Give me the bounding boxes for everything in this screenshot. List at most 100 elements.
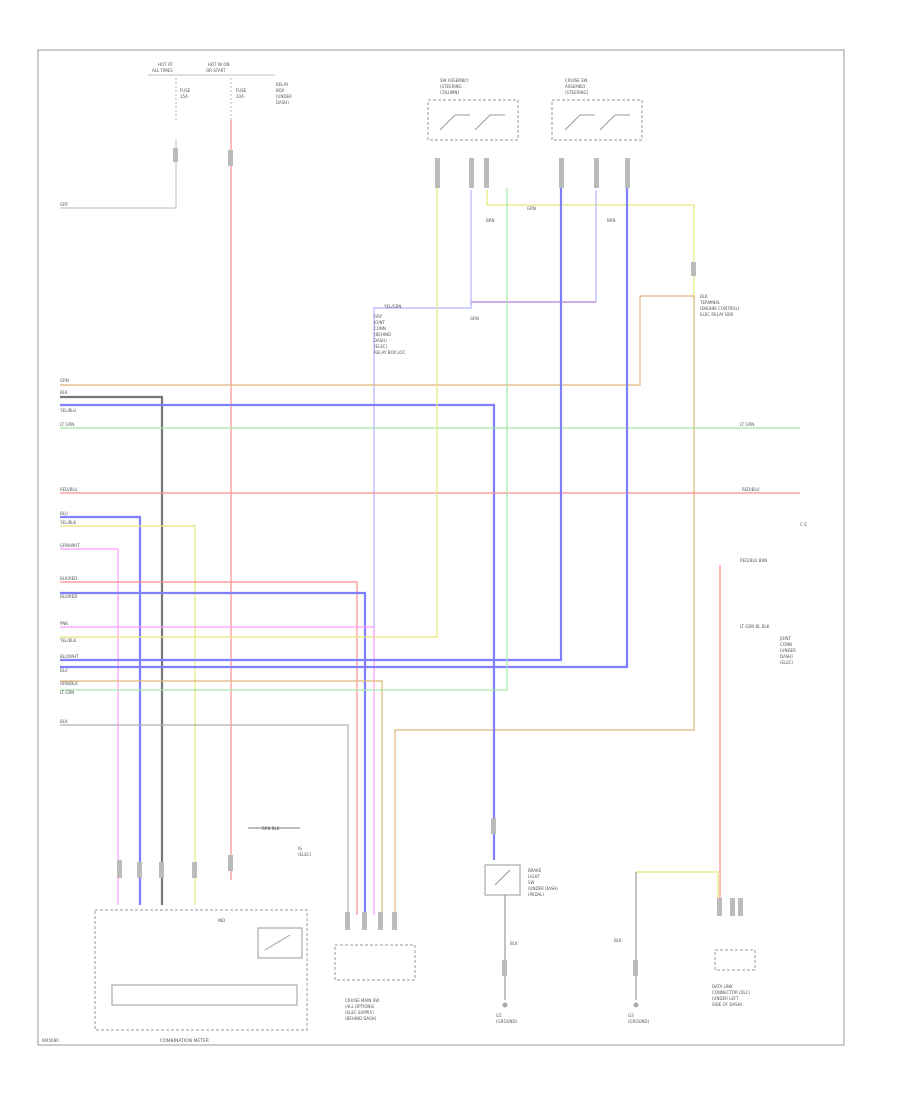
svg-text:G3: G3 [628,1013,634,1018]
wire-blue-h1 [60,403,496,860]
svg-text:BOX: BOX [276,88,285,93]
svg-text:YEL/GRN: YEL/GRN [383,304,401,309]
svg-text:FUSE: FUSE [180,88,191,93]
svg-text:(ELEC SUPPLY): (ELEC SUPPLY) [345,1010,374,1015]
svg-text:(ELEC): (ELEC) [374,344,388,349]
svg-text:(BEHIND: (BEHIND [374,332,391,337]
svg-text:CRUISE SW: CRUISE SW [565,78,588,83]
wire-pink-h [60,548,119,905]
svg-text:DASH): DASH) [374,338,387,343]
wire-blue-h4 [60,188,563,662]
fuse-block-top-left: HOT AT ALL TIMES HOT IN ON OR START FUSE… [148,62,292,120]
switch-assembly-left: SW ASSEMBLY (STEERING COLUMN) [427,78,519,188]
ground-right: G3 (GROUND) BLK [614,871,719,1024]
diagram-code: W45680 [42,1038,59,1043]
svg-text:GRN: GRN [527,206,536,211]
svg-text:RED/BLU: RED/BLU [60,487,78,492]
svg-text:BLU/RED: BLU/RED [60,594,77,599]
svg-text:YEL/BLU: YEL/BLU [59,408,76,413]
svg-text:BRAKE: BRAKE [528,868,542,873]
cruise-module: CRUISE MAIN SW (ALL OPTIONS) (ELEC SUPPL… [334,912,416,1021]
wire-lightblue-top-a [373,190,472,640]
wire-gray-h [60,724,349,915]
svg-text:BRN: BRN [607,218,616,223]
wire-green-h2 [60,188,508,691]
wire-orange-h2 [60,680,383,915]
svg-text:BLU: BLU [60,511,68,516]
svg-text:RELAY BOX LOC: RELAY BOX LOC [374,350,406,355]
svg-text:TERMINAL: TERMINAL [699,300,721,305]
wire-blue-h2 [60,515,142,905]
connector-label-right: BLK TERMINAL (ENGINE CONTROL) ELEC RELAY… [691,262,740,317]
svg-text:BRN: BRN [486,218,495,223]
svg-text:PNK: PNK [60,621,68,626]
svg-text:CONN: CONN [780,642,792,647]
svg-text:JOINT: JOINT [779,636,792,641]
svg-text:C S: C S [800,522,807,527]
svg-text:BLK: BLK [60,390,68,395]
svg-text:HOT AT: HOT AT [158,62,173,67]
svg-text:RED/BLU BRN: RED/BLU BRN [740,558,767,563]
svg-text:YEL/BLK: YEL/BLK [59,520,77,525]
svg-text:FUSE: FUSE [236,88,247,93]
svg-text:ELEC RELAY BOX: ELEC RELAY BOX [700,312,734,317]
svg-text:COLUMN): COLUMN) [440,90,459,95]
wire-pink-h2 [60,626,375,915]
svg-text:(ALL OPTIONS): (ALL OPTIONS) [345,1004,375,1009]
svg-text:(GROUND): (GROUND) [496,1019,518,1024]
right-connector-label: RED/BLU BRN LT GRN BL BLK JOINT CONN (UN… [719,558,796,915]
svg-text:GRN/WHT: GRN/WHT [60,543,80,548]
svg-text:BLK: BLK [60,719,68,724]
svg-text:CRUISE MAIN SW: CRUISE MAIN SW [345,998,379,1003]
svg-text:LT GRN BL BLK: LT GRN BL BLK [740,624,770,629]
svg-text:BLK/RED: BLK/RED [60,576,77,581]
svg-text:LT GRN: LT GRN [740,422,754,427]
svg-text:DASH): DASH) [780,654,793,659]
svg-text:IND: IND [218,918,225,923]
svg-text:RED/BLU: RED/BLU [742,487,760,492]
wire-orange-h1 [60,295,695,915]
svg-text:(ELEC): (ELEC) [298,852,312,857]
svg-text:SIDE OF DASH): SIDE OF DASH) [712,1002,743,1007]
svg-text:GRN: GRN [470,316,479,321]
svg-text:GRN: GRN [60,378,69,383]
right-bottom-component: DATA LINK CONNECTOR (DLC) (UNDER LEFT SI… [712,898,756,1007]
brake-switch: BRAKE LIGHT SW (UNDER DASH) (PEDAL) BLK … [484,818,558,1024]
svg-text:BLK: BLK [614,938,622,943]
svg-text:10A: 10A [236,94,244,99]
svg-text:LT GRN: LT GRN [60,422,74,427]
svg-text:RELAY: RELAY [276,82,289,87]
svg-text:(PEDAL): (PEDAL) [528,892,544,897]
wire-yellow-top [486,190,695,300]
combination-meter-label: COMBINATION METER [160,1038,209,1044]
svg-text:(GROUND): (GROUND) [628,1019,650,1024]
svg-text:SW: SW [528,880,535,885]
svg-text:(UNDER: (UNDER [780,648,796,653]
svg-text:15A: 15A [180,94,188,99]
svg-text:SW ASSEMBLY: SW ASSEMBLY [440,78,469,83]
svg-text:JOINT: JOINT [373,320,386,325]
svg-text:BLU/WHT: BLU/WHT [60,654,79,659]
svg-text:CONNECTOR (DLC): CONNECTOR (DLC) [712,990,751,995]
svg-text:BLK: BLK [510,941,518,946]
svg-text:(ELEC): (ELEC) [780,660,794,665]
switch-assembly-right: CRUISE SW ASSEMBLY (STEERING) [551,78,643,188]
svg-text:ALL TIMES: ALL TIMES [152,68,173,73]
svg-text:IG: IG [298,846,302,851]
svg-text:(UNDER: (UNDER [276,94,292,99]
wire-yellow-h2 [60,188,438,638]
svg-text:ASSEMBLY: ASSEMBLY [565,84,586,89]
svg-text:(STEERING): (STEERING) [565,90,589,95]
svg-text:OR START: OR START [206,68,226,73]
svg-text:CONN: CONN [374,326,386,331]
svg-text:GRY: GRY [60,202,69,207]
combination-meter: IND COMBINATION METER [94,855,308,1044]
svg-text:(UNDER LEFT: (UNDER LEFT [712,996,739,1001]
svg-text:BLU: BLU [60,668,68,673]
svg-text:YEL/BLK: YEL/BLK [59,638,77,643]
wire-blue-h5 [60,188,629,669]
diagram-border [37,49,845,1046]
wire-darkgray-h [60,395,164,905]
svg-text:GRY: GRY [374,314,383,319]
